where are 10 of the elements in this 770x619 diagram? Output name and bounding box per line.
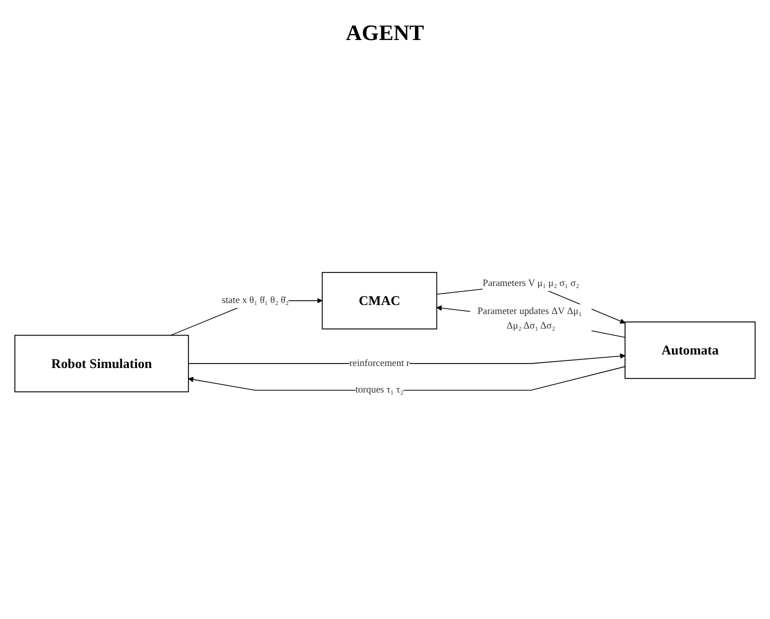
- edge-label: reinforcement r: [349, 358, 410, 368]
- edge-label: state x θ₁ θ̇₁ θ₂ θ̇₂: [222, 295, 289, 306]
- edge-label: Parameters V μ₁ μ₂ σ₁ σ₂: [482, 278, 580, 289]
- edge-label: Parameter updates ΔV Δμ₁ Δμ₂ Δσ₁ Δσ₂: [478, 306, 582, 331]
- region-heading: AGENT: [346, 20, 424, 46]
- node-box: CMAC: [322, 272, 438, 330]
- arrow: [188, 366, 626, 391]
- edge-label: torques τ₁ τ₂: [355, 384, 404, 396]
- node-box: Robot Simulation: [14, 334, 189, 392]
- node-box: Automata: [624, 321, 756, 379]
